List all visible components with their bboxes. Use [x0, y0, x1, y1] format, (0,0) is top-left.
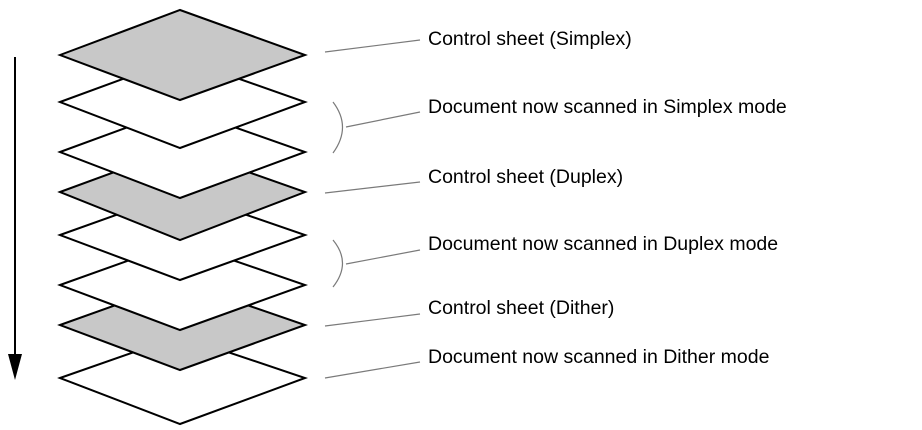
leader-line-simplex-documents	[345, 111, 421, 128]
bracket-simplex-documents	[332, 101, 344, 154]
leader-line-control-simplex	[324, 39, 421, 53]
label-document-dither-mode: Document now scanned in Dither mode	[428, 346, 770, 368]
control-sheet-simplex	[57, 8, 308, 102]
label-control-sheet-duplex: Control sheet (Duplex)	[428, 166, 624, 188]
label-document-duplex-mode: Document now scanned in Duplex mode	[428, 233, 779, 255]
label-control-sheet-dither: Control sheet (Dither)	[428, 297, 615, 319]
bracket-duplex-documents	[332, 239, 344, 288]
feed-direction-arrow	[8, 57, 22, 380]
leader-line-dither-documents	[324, 361, 421, 379]
label-document-simplex-mode: Document now scanned in Simplex mode	[428, 96, 787, 118]
leader-line-control-duplex	[324, 181, 421, 194]
leader-line-control-dither	[324, 313, 421, 327]
leader-line-duplex-documents	[345, 249, 421, 265]
label-control-sheet-simplex: Control sheet (Simplex)	[428, 28, 632, 50]
